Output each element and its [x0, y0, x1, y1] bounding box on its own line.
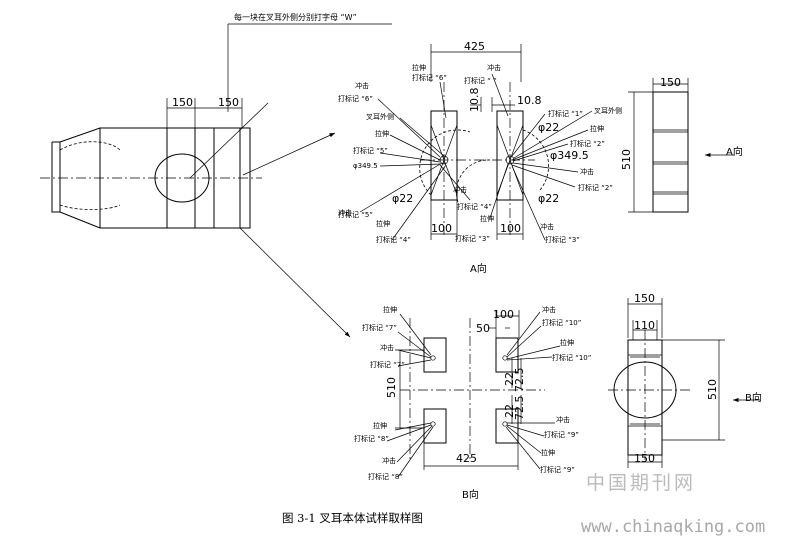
- view-a-phi22-left: φ22: [392, 192, 413, 205]
- view-a-phi349-left: φ349.5: [353, 162, 378, 170]
- va-lbl-m4-a: 打标记 “4”: [376, 235, 411, 244]
- va-lbl-chongji-1: 冲击: [487, 63, 501, 72]
- view-a-gap-left: 10.8: [468, 88, 481, 113]
- va-lbl-chongji-4: 冲击: [453, 185, 467, 194]
- va-lbl-outer-2: 叉耳外侧: [594, 106, 622, 115]
- view-b-height: 510: [385, 377, 398, 398]
- vb-lbl-chongji-3: 冲击: [542, 305, 556, 314]
- view-a-bottom-left: 100: [431, 222, 452, 235]
- view-b-inner: 50: [476, 322, 490, 335]
- view-b-top: 100: [493, 308, 514, 321]
- view-a: 425 10.8 10.8 100 100 φ22: [338, 40, 622, 275]
- view-b-caption: B向: [462, 488, 479, 501]
- vb-lbl-lashen-3: 拉伸: [560, 338, 574, 347]
- va-lbl-m4-b: 打标记 “4”: [457, 202, 492, 211]
- side-a-width: 150: [660, 76, 681, 89]
- vb-lbl-chongji-4: 冲击: [556, 415, 570, 424]
- main-dim-left: 150: [172, 96, 193, 109]
- va-lbl-outer-1: 叉耳外侧: [366, 112, 394, 121]
- side-b-arrow-label: B向: [745, 391, 762, 404]
- top-note-text: 每一块在叉耳外侧分别打字母 “W”: [234, 12, 357, 22]
- va-lbl-m2-b: 打标记 “2”: [578, 183, 613, 192]
- view-a-bottom-right: 100: [500, 222, 521, 235]
- va-lbl-chongji-2: 冲击: [355, 81, 369, 90]
- va-lbl-mblank: 打标记 “ ”: [464, 76, 497, 85]
- vb-lbl-m9-b: 打标记 “9”: [540, 465, 575, 474]
- va-lbl-m2-a: 打标记 “2”: [570, 139, 605, 148]
- vb-lbl-chongji-1: 冲击: [380, 343, 394, 352]
- vb-lbl-lashen-2: 拉伸: [373, 421, 387, 430]
- vb-lbl-m8-a: 打标记 “8”: [354, 434, 389, 443]
- watermark-cn: 中国期刊网: [586, 472, 696, 494]
- vb-lbl-chongji-2: 冲击: [382, 456, 396, 465]
- va-lbl-m3-a: 打标记 “3”: [455, 234, 490, 243]
- va-lbl-chongji-6: 冲击: [580, 167, 594, 176]
- va-lbl-m3-b: 打标记 “3”: [545, 235, 580, 244]
- va-lbl-lashen-2: 拉伸: [375, 129, 389, 138]
- va-lbl-m5-a: 打标记 “5”: [353, 146, 388, 155]
- view-b-width: 425: [456, 452, 477, 465]
- va-lbl-lashen-4: 拉伸: [480, 214, 494, 223]
- view-b-v72a: 72.5: [513, 368, 526, 393]
- view-a-phi349-right: φ349.5: [550, 149, 589, 162]
- va-lbl-lashen-3: 拉伸: [376, 219, 390, 228]
- side-a-arrow-label: A向: [726, 145, 743, 158]
- va-lbl-m1: 打标记 “1”: [548, 109, 583, 118]
- view-a-phi22-top: φ22: [538, 121, 559, 134]
- main-dim-right: 150: [218, 96, 239, 109]
- side-view-a: 150 510 A向: [620, 76, 743, 213]
- view-a-phi22-right: φ22: [538, 192, 559, 205]
- figure-caption: 图 3-1 叉耳本体试样取样图: [282, 511, 423, 525]
- side-b-inner: 110: [634, 319, 655, 332]
- vb-lbl-m8-b: 打标记 “8”: [368, 472, 403, 481]
- va-lbl-m6-b: 打标记 “6”: [338, 94, 373, 103]
- side-b-width-top: 150: [634, 292, 655, 305]
- va-lbl-lashen-1: 拉伸: [412, 63, 426, 72]
- vb-lbl-m10-b: 打标记 “10”: [552, 353, 591, 362]
- side-a-height: 510: [620, 149, 633, 170]
- vb-lbl-m10-a: 打标记 “10”: [542, 318, 581, 327]
- vb-lbl-m9-a: 打标记 “9”: [544, 430, 579, 439]
- va-lbl-chongji-5: 冲击: [540, 222, 554, 231]
- view-b-v22a: 22: [503, 372, 516, 386]
- va-lbl-m6-a: 打标记 “6”: [412, 73, 447, 82]
- side-b-height: 510: [706, 379, 719, 400]
- main-view: 150 150: [40, 96, 351, 338]
- view-a-gap-right: 10.8: [517, 94, 542, 107]
- view-b-v72b: 72.5: [513, 396, 526, 421]
- side-b-width-bottom: 150: [634, 452, 655, 465]
- vb-lbl-lashen-1: 拉伸: [383, 305, 397, 314]
- top-note: 每一块在叉耳外侧分别打字母 “W”: [227, 12, 392, 112]
- vb-lbl-m7-b: 打标记 “7”: [370, 360, 405, 369]
- va-lbl-lashen-5: 拉伸: [590, 124, 604, 133]
- view-b-v22b: 22: [503, 404, 516, 418]
- va-lbl-m5-c: 打标记 “5”: [338, 210, 373, 219]
- watermark-url: www.chinaqking.com: [581, 517, 765, 537]
- vb-lbl-lashen-4: 拉伸: [541, 448, 555, 457]
- view-b: 100 50 510 22 72.5 22 72.5 425 拉伸 打标记 “7…: [354, 305, 591, 501]
- side-view-b: 150 110 510 150 B向: [608, 292, 762, 468]
- vb-lbl-m7-a: 打标记 “7”: [362, 323, 397, 332]
- va-lbl-chongji-3: 冲击: [338, 208, 352, 217]
- view-a-width: 425: [464, 40, 485, 53]
- view-a-caption: A向: [470, 262, 487, 275]
